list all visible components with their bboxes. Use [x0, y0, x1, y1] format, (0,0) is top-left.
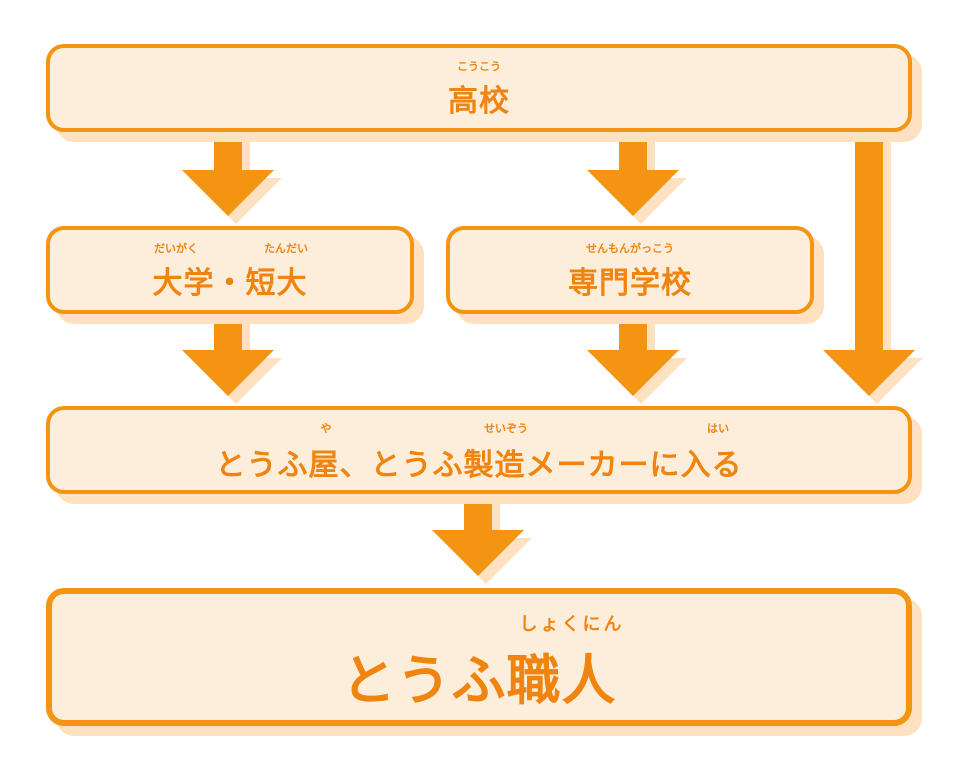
arrow-vocational-to-join-maker	[587, 314, 679, 396]
node-vocational: せんもんがっこう 専門学校	[446, 226, 814, 314]
arrow-high-school-to-join-maker	[823, 128, 915, 396]
node-high-school-ruby: こうこう	[457, 60, 501, 73]
node-tofu-craftsman-label: とうふ職人	[341, 649, 617, 712]
node-vocational-label: 専門学校	[568, 266, 692, 301]
node-high-school: こうこう 高校	[46, 44, 912, 132]
node-join-maker-label: とうふ屋、とうふ製造メーカーに入る	[215, 448, 743, 483]
arrow-join-maker-to-craftsman	[432, 495, 524, 576]
node-vocational-ruby: せんもんがっこう	[586, 242, 674, 255]
node-join-maker: や せいぞう はい とうふ屋、とうふ製造メーカーに入る	[46, 406, 912, 494]
node-join-maker-ruby-1: や	[320, 422, 332, 435]
arrow-university-to-join-maker	[182, 314, 274, 396]
node-tofu-craftsman-ruby: しょくにん	[519, 614, 625, 635]
node-join-maker-ruby-3: はい	[707, 422, 729, 435]
node-university-label: 大学・短大	[152, 266, 308, 301]
node-university-ruby-2: たんだい	[264, 242, 308, 255]
arrow-high-school-to-vocational	[587, 128, 679, 216]
node-high-school-label: 高校	[448, 84, 510, 119]
arrow-high-school-to-university	[182, 128, 274, 216]
node-tofu-craftsman: しょくにん とうふ職人	[46, 588, 912, 726]
node-university: だいがく たんだい 大学・短大	[46, 226, 414, 314]
node-university-ruby-1: だいがく	[154, 242, 198, 255]
node-join-maker-ruby-2: せいぞう	[484, 422, 528, 435]
